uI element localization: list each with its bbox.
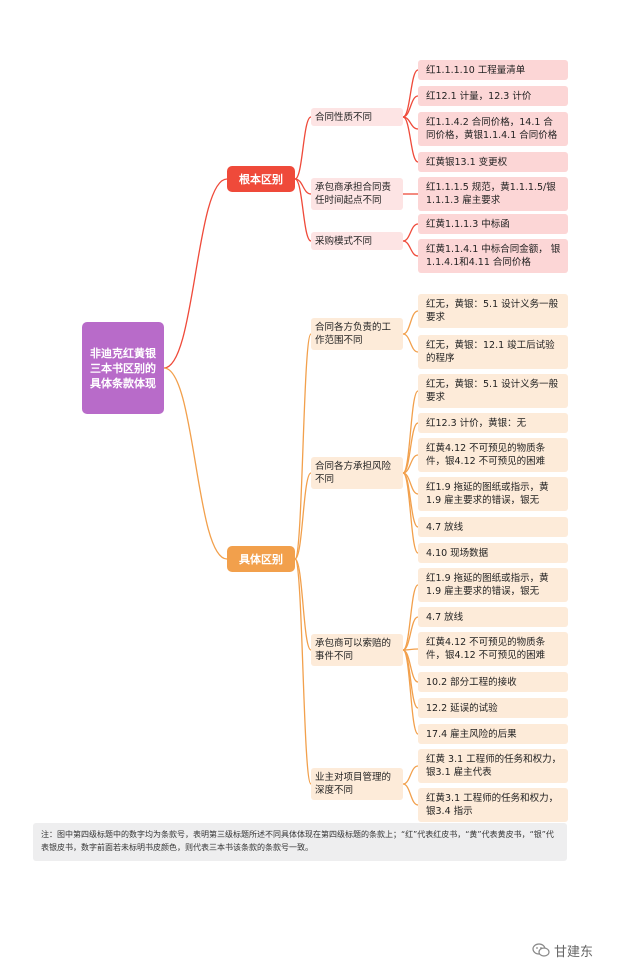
group-claim-events[interactable]: 承包商可以索赔的事件不同 (311, 634, 403, 666)
group-contract-nature[interactable]: 合同性质不同 (311, 108, 403, 126)
leaf-specific-3-0[interactable]: 红黄 3.1 工程师的任务和权力， 银3.1 雇主代表 (418, 749, 568, 783)
leaf-specific-0-0[interactable]: 红无，黄银：5.1 设计义务一般要求 (418, 294, 568, 328)
branch-specific-difference[interactable]: 具体区别 (227, 546, 295, 572)
edge-b2-l1 (402, 240, 419, 257)
leaf-specific-1-4[interactable]: 4.7 放线 (418, 517, 568, 537)
edge-s2-l1 (402, 616, 419, 651)
footnote: 注：图中第四级标题中的数字均为条款号，表明第三级标题所述不同具体体现在第四级标题… (33, 823, 567, 861)
edge-basic-g2 (294, 178, 312, 242)
edge-b0-l0 (402, 69, 419, 118)
edge-s1-l5 (402, 472, 419, 554)
leaf-specific-1-0[interactable]: 红无，黄银：5.1 设计义务一般要求 (418, 374, 568, 408)
edge-specific-g3 (294, 558, 312, 785)
edge-b0-l3 (402, 116, 419, 163)
leaf-specific-1-2[interactable]: 红黄4.12 不可预见的物质条件，银4.12 不可预见的困难 (418, 438, 568, 472)
leaf-basic-1-0[interactable]: 红1.1.1.5 规范，黄1.1.1.5/银1.1.1.3 雇主要求 (418, 177, 568, 211)
leaf-specific-1-3[interactable]: 红1.9 拖延的图纸或指示，黄1.9 雇主要求的错误，银无 (418, 477, 568, 511)
group-work-scope[interactable]: 合同各方负责的工作范围不同 (311, 318, 403, 350)
edge-s1-l0 (402, 390, 419, 474)
brand-name: 甘建东 (554, 944, 594, 960)
leaf-basic-2-0[interactable]: 红黄1.1.1.3 中标函 (418, 214, 568, 234)
leaf-specific-1-5[interactable]: 4.10 现场数据 (418, 543, 568, 563)
group-risk-allocation[interactable]: 合同各方承担风险不同 (311, 457, 403, 489)
leaf-specific-2-1[interactable]: 4.7 放线 (418, 607, 568, 627)
leaf-specific-3-1[interactable]: 红黄3.1 工程师的任务和权力，银3.4 指示 (418, 788, 568, 822)
edge-specific-g1 (294, 472, 312, 560)
leaf-basic-0-2[interactable]: 红1.1.4.2 合同价格，14.1 合同价格，黄银1.1.4.1 合同价格 (418, 112, 568, 146)
leaf-specific-0-1[interactable]: 红无，黄银：12.1 竣工后试验的程序 (418, 335, 568, 369)
edge-b0-l1 (402, 95, 419, 118)
edge-s2-l4 (402, 649, 419, 709)
leaf-specific-2-2[interactable]: 红黄4.12 不可预见的物质条件，银4.12 不可预见的困难 (418, 632, 568, 666)
edge-specific-g0 (294, 333, 312, 560)
leaf-specific-2-3[interactable]: 10.2 部分工程的接收 (418, 672, 568, 692)
leaf-basic-0-1[interactable]: 红12.1 计量，12.3 计价 (418, 86, 568, 106)
edge-s2-l5 (402, 649, 419, 735)
group-responsibility-start[interactable]: 承包商承担合同责任时间起点不同 (311, 178, 403, 210)
group-management-depth[interactable]: 业主对项目管理的深度不同 (311, 768, 403, 800)
wechat-icon (532, 943, 550, 957)
leaf-basic-0-3[interactable]: 红黄银13.1 变更权 (418, 152, 568, 172)
edge-b2-l0 (402, 223, 419, 242)
edge-root-basic (163, 178, 228, 369)
edge-s1-l2 (402, 454, 419, 474)
edge-basic-g0 (294, 116, 312, 180)
watermark-brand: 甘建东 (532, 940, 593, 960)
edge-root-specific (163, 367, 228, 560)
edge-s3-l1 (402, 783, 419, 806)
leaf-basic-2-1[interactable]: 红黄1.1.4.1 中标合同金额， 银1.1.4.1和4.11 合同价格 (418, 239, 568, 273)
leaf-specific-2-4[interactable]: 12.2 延误的试验 (418, 698, 568, 718)
group-procurement-mode[interactable]: 采购模式不同 (311, 232, 403, 250)
leaf-basic-0-0[interactable]: 红1.1.1.10 工程量清单 (418, 60, 568, 80)
edge-specific-g2 (294, 558, 312, 651)
branch-basic-difference[interactable]: 根本区别 (227, 166, 295, 192)
edge-s0-l1 (402, 333, 419, 353)
edge-s0-l0 (402, 310, 419, 335)
edge-s1-l1 (402, 422, 419, 474)
edge-s3-l0 (402, 765, 419, 785)
root-topic[interactable]: 非迪克红黄银三本书区别的具体条款体现 (82, 322, 164, 414)
leaf-specific-2-5[interactable]: 17.4 雇主风险的后果 (418, 724, 568, 744)
leaf-specific-1-1[interactable]: 红12.3 计价，黄银：无 (418, 413, 568, 433)
leaf-specific-2-0[interactable]: 红1.9 拖延的图纸或指示，黄1.9 雇主要求的错误，银无 (418, 568, 568, 602)
